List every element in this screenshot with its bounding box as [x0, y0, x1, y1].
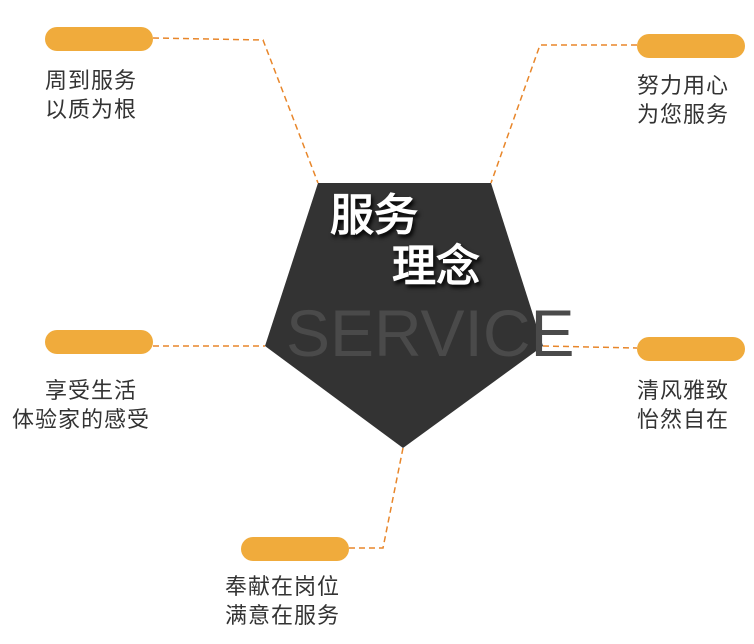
item-line1: 清风雅致 — [637, 379, 730, 404]
pill-marker-mid-left — [45, 330, 153, 354]
item-line2: 怡然自在 — [637, 408, 730, 433]
pill-marker-top-left — [45, 27, 153, 51]
connector-top-left — [152, 37, 319, 184]
item-mid-right: 清风雅致 怡然自在 — [637, 377, 729, 435]
center-title-line1: 服务 — [330, 190, 418, 241]
item-bottom: 奉献在岗位 满意在服务 — [225, 573, 340, 631]
connector-mid-right — [542, 345, 638, 349]
watermark-text: SERVICE — [286, 296, 575, 370]
item-line1: 努力用心 — [637, 74, 730, 99]
pill-marker-mid-right — [637, 337, 745, 361]
center-pentagon — [265, 183, 543, 448]
item-mid-left: 享受生活 体验家的感受 — [12, 377, 150, 435]
pill-marker-bottom — [241, 537, 349, 561]
item-line2: 体验家的感受 — [12, 408, 151, 433]
pill-marker-top-right — [637, 34, 745, 58]
item-line1: 享受生活 — [45, 379, 138, 404]
item-line1: 周到服务 — [45, 69, 138, 94]
center-title-line2: 理念 — [392, 241, 480, 292]
connector-bottom — [349, 447, 404, 549]
connector-top-right — [490, 44, 637, 184]
item-line2: 以质为根 — [45, 98, 138, 123]
item-top-left: 周到服务 以质为根 — [45, 67, 137, 125]
item-top-right: 努力用心 为您服务 — [637, 72, 729, 130]
item-line2: 为您服务 — [637, 103, 730, 128]
item-line1: 奉献在岗位 — [225, 575, 341, 600]
item-line2: 满意在服务 — [225, 604, 341, 629]
